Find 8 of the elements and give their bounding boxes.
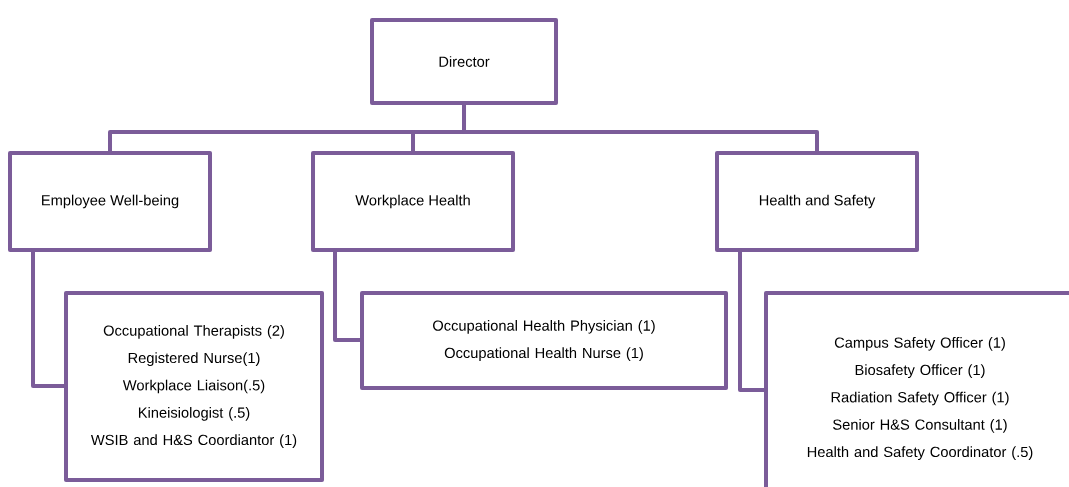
unit-box: Workplace Health (311, 151, 515, 252)
connector-line (462, 103, 819, 153)
unit-box: Employee Well-being (8, 151, 212, 252)
role-list-box: Occupational Health Physician (1) Occupational Health Nurse (1) (360, 291, 728, 390)
role-list-box: Occupational Therapists (2) Registered Nurse(1) Workplace Liaison(.5) Kineisiologist (.5) WSIB and H&S Coordiantor (1) (64, 291, 324, 482)
unit-box: Health and Safety (715, 151, 919, 252)
role-list-box: Campus Safety Officer (1) Biosafety Officer (1) Radiation Safety Officer (1) Senior H&S Consultant (1) Health and Safety Coordinator (.5) (764, 291, 1069, 487)
unit-box: Director (370, 18, 558, 105)
